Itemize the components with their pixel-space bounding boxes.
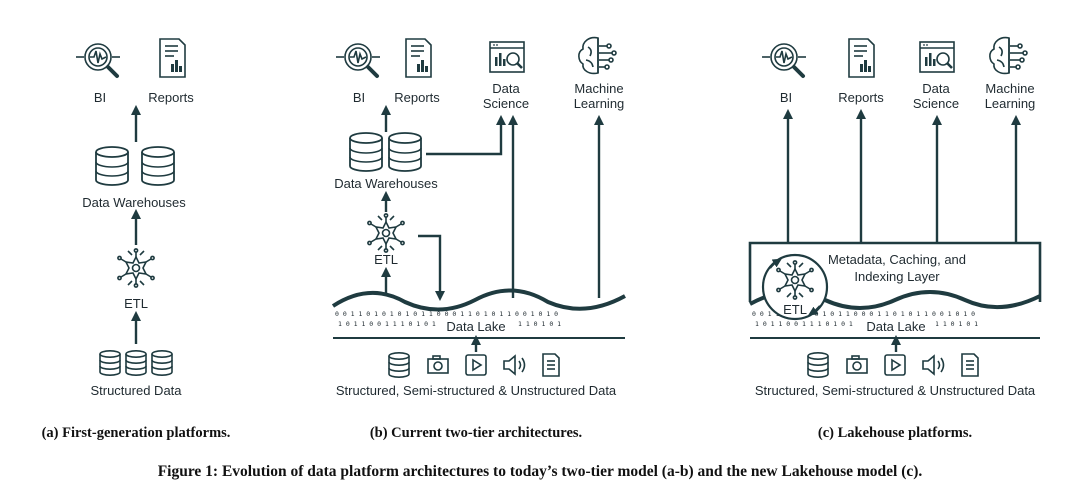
panel-c: BI Reports Data Science Machine Learning… (748, 36, 1042, 441)
source-data-label: Structured, Semi-structured & Unstructur… (336, 383, 617, 398)
data-science-label-line2: Science (913, 96, 959, 111)
etl-chip-icon (117, 248, 155, 288)
reports-label: Reports (838, 90, 884, 105)
machine-learning-label-line2: Learning (574, 96, 625, 111)
bi-magnifier-icon (760, 42, 808, 78)
video-icon (884, 354, 906, 376)
etl-label: ETL (783, 302, 807, 317)
machine-learning-brain-icon (578, 36, 617, 75)
machine-learning-label-line1: Machine (985, 81, 1034, 96)
data-lake-wave (331, 288, 626, 312)
bi-label: BI (353, 90, 365, 105)
data-lake-label-bg (856, 318, 936, 334)
bi-magnifier-icon (74, 42, 122, 78)
report-icon (848, 38, 875, 78)
data-science-icon (488, 40, 526, 74)
report-icon (405, 38, 432, 78)
etl-cycle-arrow (769, 258, 782, 269)
arrow-etl-to-lake (418, 234, 446, 302)
video-icon (465, 354, 487, 376)
data-science-icon (918, 40, 956, 74)
etl-label: ETL (124, 296, 148, 311)
etl-label: ETL (374, 252, 398, 267)
metadata-layer-label-line1: Metadata, Caching, and (828, 252, 966, 267)
data-lake-bits: 0 0 1 1 0 1 0 1 0 1 0 1 1 0 0 0 1 1 0 1 … (335, 310, 558, 318)
camera-icon (427, 355, 449, 374)
data-warehouses-label: Data Warehouses (82, 195, 186, 210)
database-icon (388, 351, 410, 379)
reports-label: Reports (394, 90, 440, 105)
metadata-layer-label-line2: Indexing Layer (854, 269, 940, 284)
database-icon (95, 146, 129, 186)
panel-a-caption: (a) First-generation platforms. (42, 425, 231, 441)
machine-learning-label-line2: Learning (985, 96, 1036, 111)
figure-caption: Figure 1: Evolution of data platform arc… (158, 463, 923, 480)
panel-b-caption: (b) Current two-tier architectures. (370, 425, 582, 441)
database-icon (807, 351, 829, 379)
structured-data-label: Structured Data (90, 383, 182, 398)
database-icon (388, 132, 422, 172)
metadata-layer-box (748, 241, 1042, 302)
data-science-label-line2: Science (483, 96, 529, 111)
database-icon (141, 146, 175, 186)
report-icon (159, 38, 186, 78)
machine-learning-brain-icon (989, 36, 1028, 75)
bi-magnifier-icon (334, 42, 382, 78)
database-icon (99, 349, 121, 377)
database-icon (151, 349, 173, 377)
camera-icon (846, 355, 868, 374)
data-lake-label: Data Lake (446, 319, 505, 334)
source-data-label: Structured, Semi-structured & Unstructur… (755, 383, 1036, 398)
database-icon (349, 132, 383, 172)
audio-icon (503, 355, 526, 375)
bi-label: BI (780, 90, 792, 105)
document-icon (961, 353, 979, 377)
data-science-label-line1: Data (492, 81, 520, 96)
database-icon (125, 349, 147, 377)
etl-chip-icon (367, 213, 405, 253)
arrow-warehouse-to-data-science (426, 114, 507, 156)
data-lake-label-bg (436, 318, 516, 334)
data-lake-bits: 0 0 1 1 0 1 0 1 0 1 0 1 1 0 0 0 1 1 0 1 … (752, 310, 975, 318)
data-lake-label: Data Lake (866, 319, 925, 334)
bi-label: BI (94, 90, 106, 105)
panel-b: BI Reports Data Science Machine Learning… (331, 36, 626, 441)
machine-learning-label-line1: Machine (574, 81, 623, 96)
data-warehouses-label: Data Warehouses (334, 176, 438, 191)
etl-cycle-arrow (808, 305, 821, 316)
audio-icon (922, 355, 945, 375)
reports-label: Reports (148, 90, 194, 105)
document-icon (542, 353, 560, 377)
panel-c-caption: (c) Lakehouse platforms. (818, 425, 972, 441)
data-science-label-line1: Data (922, 81, 950, 96)
panel-a: BI Reports Data Warehouses ETL Structure… (42, 38, 231, 441)
